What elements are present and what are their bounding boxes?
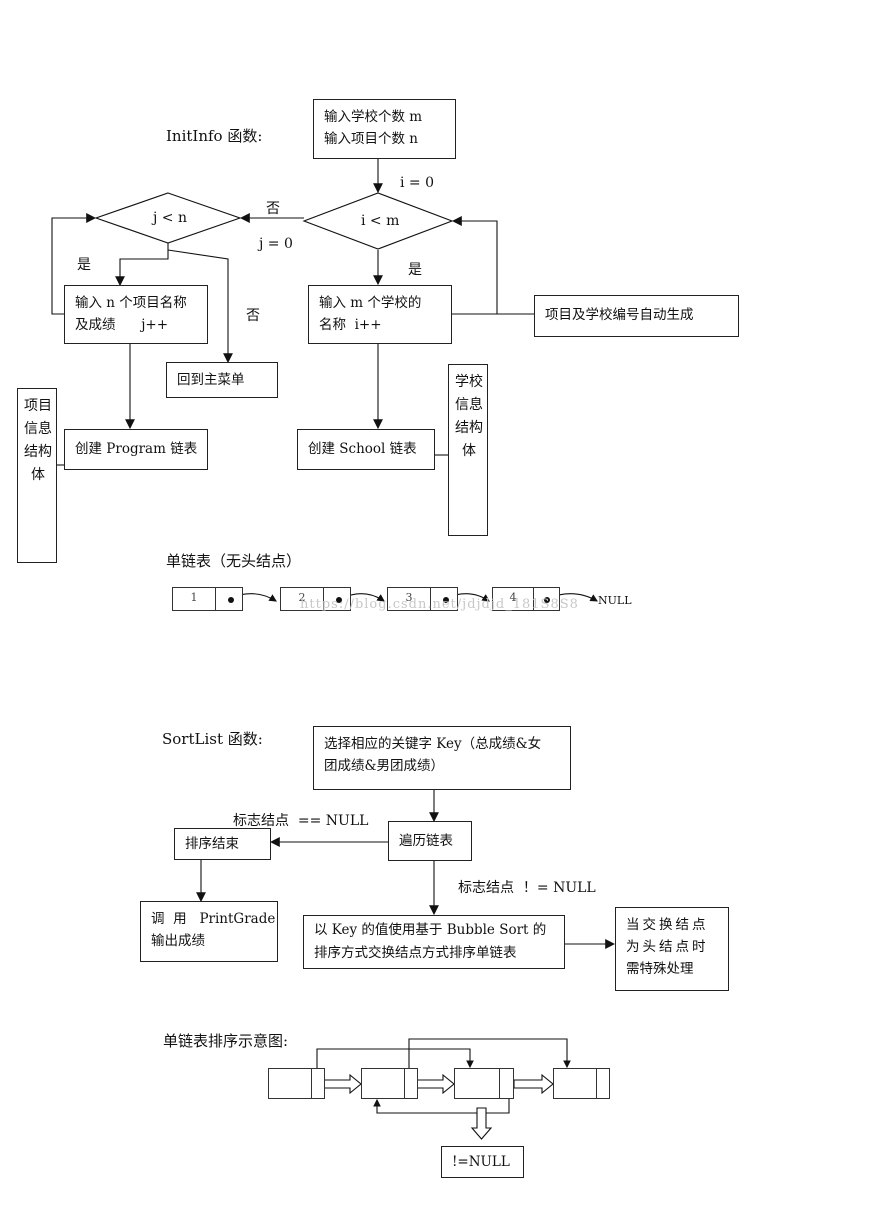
pointer-dot: [544, 597, 550, 603]
school-input-box: 输入 m 个学校的 名称 i++: [308, 285, 452, 344]
sort-node-2: [361, 1068, 418, 1099]
label-no-down: 否: [246, 308, 260, 324]
bubble-sort-box: 以 Key 的值使用基于 Bubble Sort 的 排序方式交换结点方式排序单…: [303, 915, 565, 969]
list-node-4-value: 4: [509, 591, 517, 604]
select-key-box: 选择相应的关键字 Key（总成绩&女 团成绩&男团成绩）: [313, 726, 571, 790]
node-divider: [215, 588, 216, 610]
pointer-dot: [336, 597, 342, 603]
not-null-box: !=NULL: [441, 1146, 524, 1178]
select-key-line1: 选择相应的关键字 Key（总成绩&女: [324, 736, 542, 752]
bubble-sort-line2: 排序方式交换结点方式排序单链表: [314, 945, 517, 961]
label-j-eq-0: j = 0: [259, 236, 293, 252]
sort-end-box: 排序结束: [174, 828, 271, 860]
special-line3: 需特殊处理: [626, 961, 694, 977]
input-counts-box: 输入学校个数 m 输入项目个数 n: [313, 99, 456, 159]
not-null-text: !=NULL: [452, 1154, 510, 1170]
program-input-box: 输入 n 个项目名称 及成绩 j++: [64, 285, 208, 344]
program-struct-box: 项目信息结构体: [17, 388, 57, 563]
printgrade-box: 调 用 PrintGrade 输出成绩: [140, 901, 278, 962]
diamond-i-lt-m: [302, 192, 454, 250]
list-node-3-value: 3: [405, 591, 413, 604]
list-node-1-value: 1: [190, 591, 198, 604]
traverse-list-text: 遍历链表: [399, 833, 453, 849]
create-program-list-box: 创建 Program 链表: [64, 429, 208, 470]
create-program-list-text: 创建 Program 链表: [75, 441, 198, 457]
printgrade-line1: 调 用 PrintGrade: [151, 911, 276, 927]
return-main-menu-text: 回到主菜单: [177, 372, 245, 388]
list-node-1: 1: [172, 587, 243, 611]
node-divider: [311, 1069, 312, 1098]
sort-node-3: [454, 1068, 514, 1099]
school-struct-text: 学校信息结构体: [455, 374, 483, 459]
create-school-list-text: 创建 School 链表: [308, 441, 417, 457]
label-yes-left: 是: [77, 257, 91, 273]
pointer-dot: [228, 597, 234, 603]
label-no-left: 否: [266, 201, 280, 217]
create-school-list-box: 创建 School 链表: [297, 429, 435, 470]
select-key-line2: 团成绩&男团成绩）: [324, 758, 445, 774]
pointer-dot: [443, 597, 449, 603]
sort-end-text: 排序结束: [185, 836, 239, 852]
input-school-count-text: 输入学校个数 m: [324, 109, 423, 125]
node-divider: [499, 1069, 500, 1098]
hollow-arrow-1: [321, 1073, 362, 1095]
bubble-sort-line1: 以 Key 的值使用基于 Bubble Sort 的: [314, 922, 547, 938]
sort-node-1: [268, 1068, 325, 1099]
watermark: https://blog.csdn.net/jdjdjd_181S8S8: [300, 597, 579, 612]
diamond-i-lt-m-text: i < m: [361, 213, 400, 229]
node-divider: [596, 1069, 597, 1098]
program-input-line2: 及成绩 j++: [75, 317, 169, 333]
school-input-line1: 输入 m 个学校的: [319, 295, 422, 311]
printgrade-line2: 输出成绩: [151, 933, 205, 949]
sort-node-4: [553, 1068, 610, 1099]
null-label: NULL: [598, 594, 632, 607]
list-node-2-value: 2: [298, 591, 306, 604]
label-i-eq-0: i = 0: [400, 175, 435, 191]
autogen-id-text: 项目及学校编号自动生成: [545, 307, 694, 323]
diamond-j-lt-n-text: j < n: [153, 210, 187, 226]
sortlist-title: SortList 函数:: [162, 730, 263, 748]
sort-diagram-title: 单链表排序示意图:: [163, 1032, 289, 1050]
initinfo-title: InitInfo 函数:: [166, 127, 263, 145]
linked-list-title: 单链表（无头结点）: [166, 552, 302, 570]
program-struct-text: 项目信息结构体: [24, 398, 52, 483]
return-main-menu-box: 回到主菜单: [166, 362, 278, 398]
special-line1: 当交换结点: [626, 917, 709, 933]
label-yes-right: 是: [408, 262, 422, 278]
node-divider: [323, 588, 324, 610]
label-flag-eq-null: 标志结点 == NULL: [233, 813, 369, 829]
hollow-arrow-down: [470, 1107, 493, 1140]
traverse-list-box: 遍历链表: [388, 821, 472, 861]
special-line2: 为头结点时: [626, 939, 709, 955]
list-node-4: 4: [492, 587, 560, 611]
input-program-count-text: 输入项目个数 n: [324, 131, 418, 147]
list-node-3: 3: [387, 587, 458, 611]
autogen-id-box: 项目及学校编号自动生成: [534, 295, 739, 337]
list-node-2: 2: [280, 587, 351, 611]
hollow-arrow-2: [414, 1073, 455, 1095]
program-input-line1: 输入 n 个项目名称: [75, 295, 187, 311]
node-divider: [430, 588, 431, 610]
node-divider: [404, 1069, 405, 1098]
school-input-line2: 名称 i++: [319, 317, 382, 333]
head-node-special-box: 当交换结点 为头结点时 需特殊处理: [615, 907, 729, 991]
school-struct-box: 学校信息结构体: [448, 364, 488, 536]
node-divider: [533, 588, 534, 610]
hollow-arrow-3: [513, 1073, 554, 1095]
label-flag-not-null: 标志结点 ！= NULL: [458, 880, 596, 896]
